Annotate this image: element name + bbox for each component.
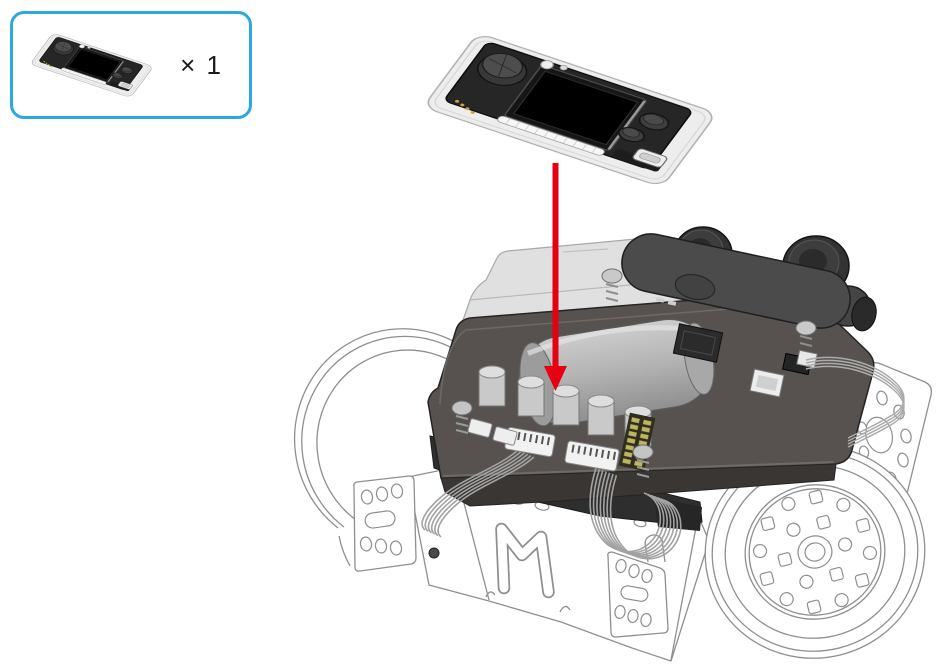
parts-callout: × 1 (10, 11, 252, 119)
wheel-hub-pattern (752, 489, 878, 615)
ultrasonic-sensor (601, 226, 877, 347)
m-logo-cutout (495, 522, 555, 599)
part-thumbnail-icon (29, 32, 155, 99)
right-wheel (704, 445, 926, 659)
left-wheel (293, 328, 471, 567)
part-quantity-label: × 1 (180, 49, 223, 80)
ribbon-connectors (467, 418, 620, 472)
left-bracket (353, 475, 417, 572)
insertion-arrow-icon (544, 163, 567, 391)
controller-part (421, 31, 719, 189)
deck-screws (451, 400, 654, 478)
robot-chassis (293, 226, 933, 662)
